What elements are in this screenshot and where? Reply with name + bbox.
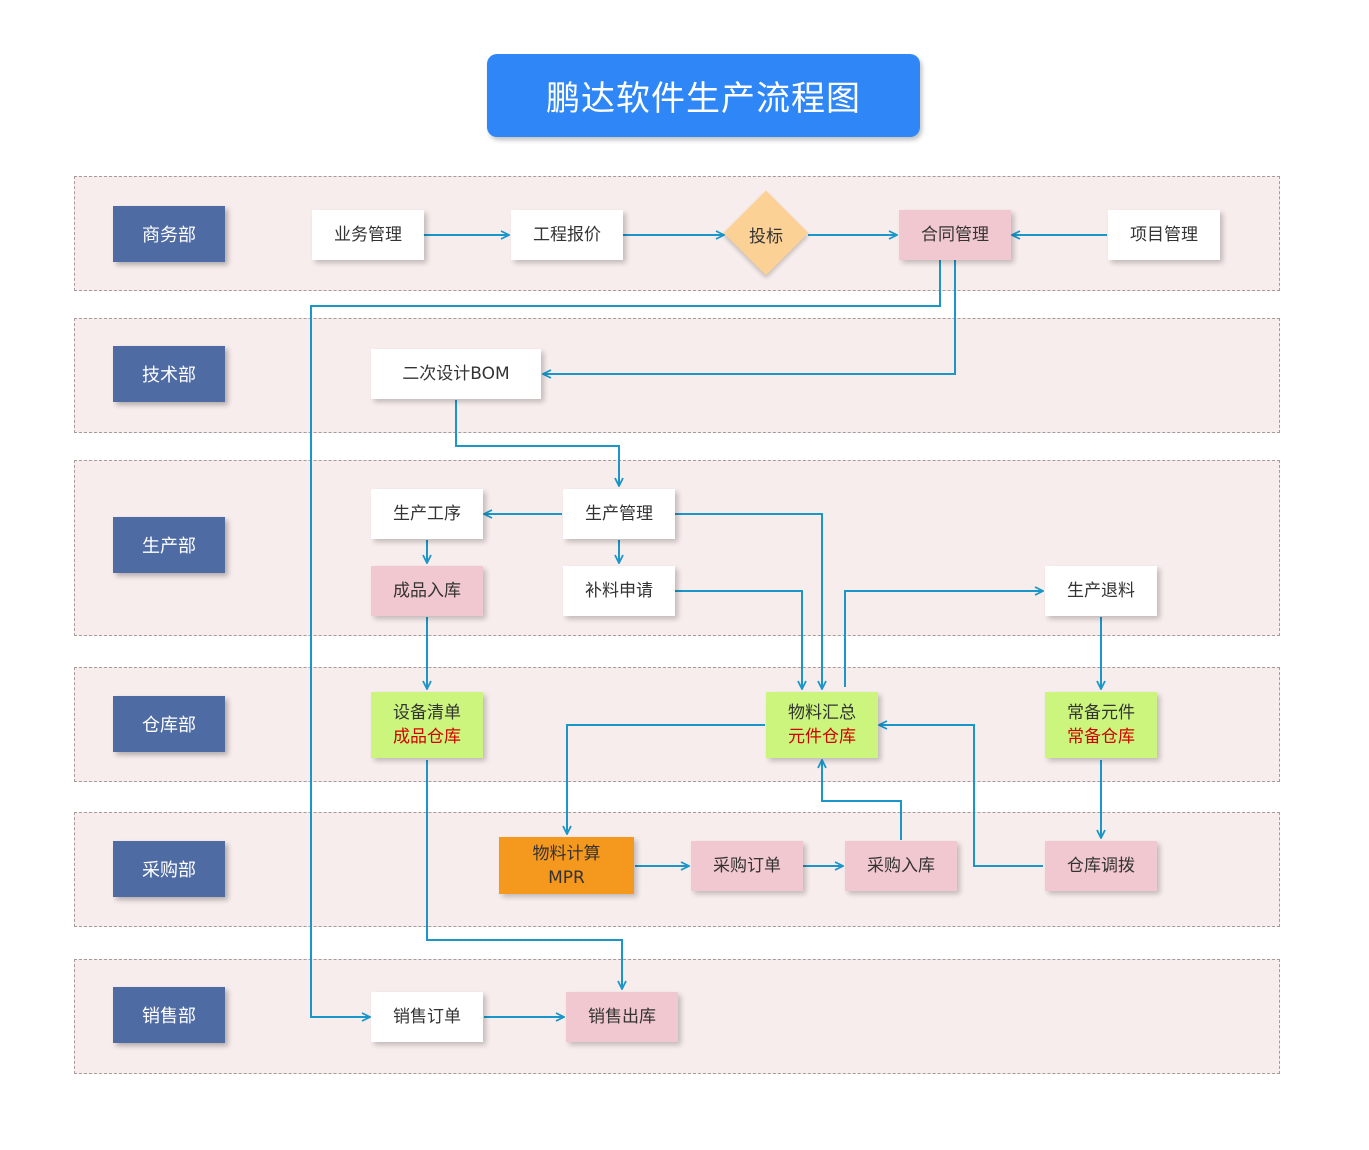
arrow-guanli-to-huizong: [675, 513, 822, 689]
node-yewu-guanli[interactable]: 业务管理: [312, 210, 424, 260]
lane-technical: [74, 318, 1280, 433]
node-gongcheng-baojia[interactable]: 工程报价: [511, 210, 623, 260]
arrow-huizong-to-mpr: [567, 724, 765, 834]
node-shebei-qingdan-title: 设备清单: [393, 703, 461, 723]
node-erci-sheji-bom[interactable]: 二次设计BOM: [371, 349, 541, 399]
node-wuliao-huizong-subtitle: 元件仓库: [788, 727, 856, 747]
node-shengchan-tuiliao[interactable]: 生产退料: [1045, 566, 1157, 616]
node-cangku-diaobo[interactable]: 仓库调拨: [1045, 841, 1157, 891]
node-shebei-qingdan-subtitle: 成品仓库: [393, 727, 461, 747]
node-xiaoshou-dingdan[interactable]: 销售订单: [371, 992, 483, 1042]
dept-purchasing: 采购部: [113, 841, 225, 897]
node-xiangmu-guanli[interactable]: 项目管理: [1108, 210, 1220, 260]
arrow-bom-to-shengchan-guanli: [455, 400, 619, 486]
node-wuliao-jisuan-title: 物料计算: [532, 843, 601, 864]
dept-business: 商务部: [113, 206, 225, 262]
page-title: 鹏达软件生产流程图: [487, 54, 920, 137]
arrow-shebei-to-xiaoshou-chuku: [426, 760, 622, 989]
arrow-hetong-to-xiaoshou-dingdan: [310, 260, 941, 1017]
node-shebei-qingdan[interactable]: 设备清单 成品仓库: [371, 692, 483, 758]
lane-business: [74, 176, 1280, 291]
node-hetong-guanli[interactable]: 合同管理: [899, 210, 1011, 260]
node-wuliao-huizong-title: 物料汇总: [788, 703, 856, 723]
arrow-buliao-to-huizong: [675, 590, 802, 689]
arrow-caigou-ruku-to-huizong: [822, 760, 902, 840]
node-changbei-yuanjian-subtitle: 常备仓库: [1067, 727, 1135, 747]
node-chengpin-ruku[interactable]: 成品入库: [371, 566, 483, 616]
node-caigou-ruku[interactable]: 采购入库: [845, 841, 957, 891]
dept-warehouse: 仓库部: [113, 696, 225, 752]
node-buliao-shenqing[interactable]: 补料申请: [563, 566, 675, 616]
node-changbei-yuanjian[interactable]: 常备元件 常备仓库: [1045, 692, 1157, 758]
arrow-hetong-to-bom: [543, 260, 956, 374]
node-wuliao-jisuan-mpr[interactable]: 物料计算 MPR: [499, 837, 634, 894]
node-shengchan-gongxu[interactable]: 生产工序: [371, 489, 483, 539]
node-xiaoshou-chuku[interactable]: 销售出库: [566, 992, 678, 1042]
node-caigou-dingdan[interactable]: 采购订单: [691, 841, 803, 891]
dept-production: 生产部: [113, 517, 225, 573]
dept-sales: 销售部: [113, 987, 225, 1043]
node-toubiao-label: 投标: [749, 226, 783, 247]
node-wuliao-jisuan-subtitle: MPR: [548, 867, 585, 888]
arrow-huizong-to-tuiliao: [844, 591, 1043, 687]
dept-technical: 技术部: [113, 346, 225, 402]
node-changbei-yuanjian-title: 常备元件: [1067, 703, 1135, 723]
node-shengchan-guanli[interactable]: 生产管理: [563, 489, 675, 539]
arrow-diaobo-to-huizong: [879, 725, 1043, 867]
node-wuliao-huizong[interactable]: 物料汇总 元件仓库: [766, 692, 878, 758]
